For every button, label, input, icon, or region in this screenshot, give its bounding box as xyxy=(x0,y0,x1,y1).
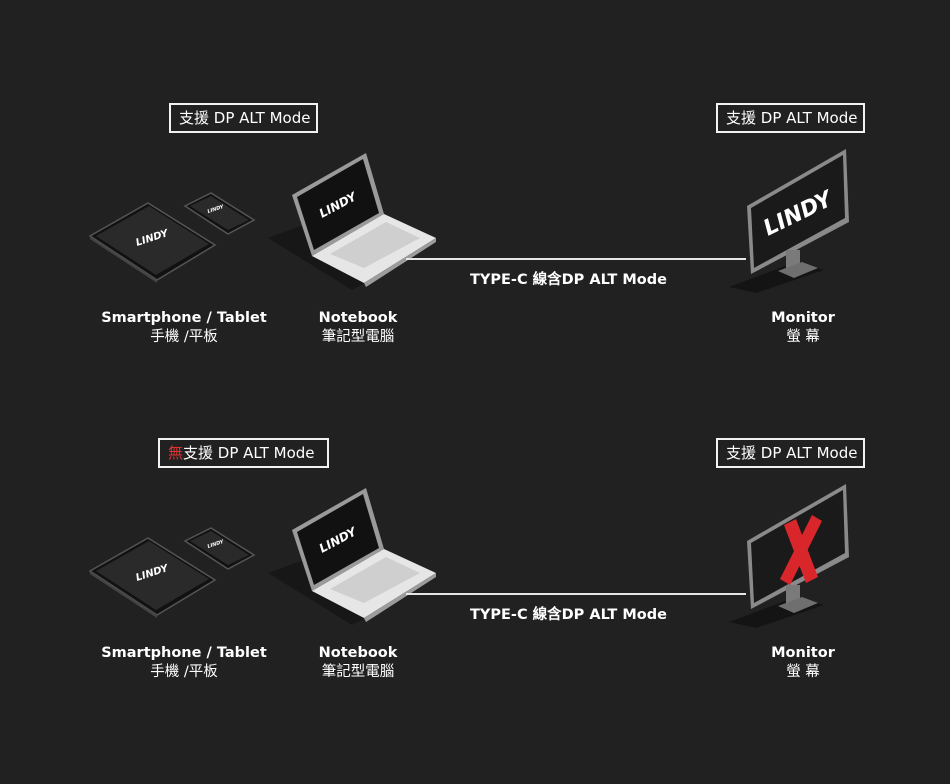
devices-illustration: LINDY LINDY LINDY LINDY xyxy=(88,149,849,293)
monitor-caption: Monitor 螢 幕 xyxy=(758,309,848,347)
monitor-label-en: Monitor xyxy=(771,310,835,326)
diagram-supported: 支援 DP ALT Mode 支援 DP ALT Mode LINDY LIND… xyxy=(0,0,950,345)
mobile-label-zh: 手機 /平板 xyxy=(150,329,218,345)
phone-logo: LINDY xyxy=(207,204,226,215)
notebook-icon: LINDY xyxy=(268,153,436,290)
monitor-icon: LINDY xyxy=(729,149,849,293)
mobile-caption: Smartphone / Tablet 手機 /平板 xyxy=(94,644,274,682)
badge-text: 支援 DP ALT Mode xyxy=(179,109,311,127)
mobile-caption: Smartphone / Tablet 手機 /平板 xyxy=(94,309,274,347)
monitor-label-en: Monitor xyxy=(771,645,835,661)
notebook-label-zh: 筆記型電腦 xyxy=(321,664,395,680)
no-signal-x-icon xyxy=(780,515,822,585)
tablet-icon: LINDY xyxy=(88,202,217,283)
monitor-label-zh: 螢 幕 xyxy=(786,664,820,680)
negation-mark: 無 xyxy=(168,444,184,462)
badge-text: 支援 DP ALT Mode xyxy=(183,444,315,462)
notebook-support-badge: 無支援 DP ALT Mode xyxy=(158,438,329,468)
notebook-caption: Notebook 筆記型電腦 xyxy=(300,644,416,682)
cable-label: TYPE-C 線含DP ALT Mode xyxy=(470,607,667,623)
diagram-unsupported: 無支援 DP ALT Mode 支援 DP ALT Mode LINDY LIN… xyxy=(0,335,950,680)
monitor-support-badge: 支援 DP ALT Mode xyxy=(716,438,865,468)
smartphone-icon: LINDY xyxy=(183,192,256,235)
monitor-label-zh: 螢 幕 xyxy=(786,329,820,345)
notebook-icon: LINDY xyxy=(268,488,436,625)
cable-label: TYPE-C 線含DP ALT Mode xyxy=(470,272,667,288)
monitor-caption: Monitor 螢 幕 xyxy=(758,644,848,682)
monitor-support-badge: 支援 DP ALT Mode xyxy=(716,103,865,133)
notebook-label-zh: 筆記型電腦 xyxy=(321,329,395,345)
mobile-label-en: Smartphone / Tablet xyxy=(101,645,267,661)
monitor-icon xyxy=(729,484,849,628)
notebook-label-en: Notebook xyxy=(318,645,398,661)
devices-illustration: LINDY LINDY LINDY xyxy=(88,484,849,628)
notebook-label-en: Notebook xyxy=(318,310,398,326)
notebook-support-badge: 支援 DP ALT Mode xyxy=(169,103,318,133)
phone-logo: LINDY xyxy=(207,539,226,550)
smartphone-icon: LINDY xyxy=(183,527,256,570)
tablet-icon: LINDY xyxy=(88,537,217,618)
mobile-label-zh: 手機 /平板 xyxy=(150,664,218,680)
badge-text: 支援 DP ALT Mode xyxy=(726,444,858,462)
mobile-label-en: Smartphone / Tablet xyxy=(101,310,267,326)
badge-text: 支援 DP ALT Mode xyxy=(726,109,858,127)
notebook-caption: Notebook 筆記型電腦 xyxy=(300,309,416,347)
